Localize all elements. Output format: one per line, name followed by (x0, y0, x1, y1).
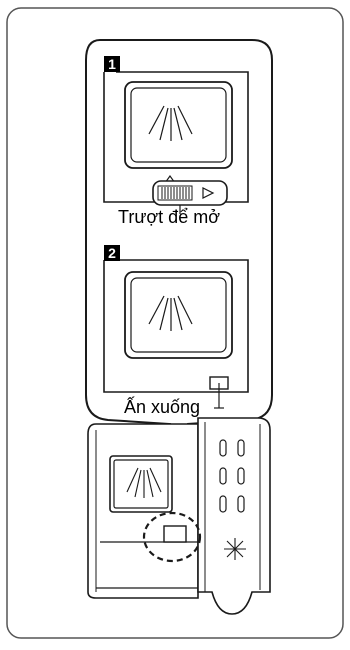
step-1-window-outer (124, 81, 233, 169)
step-2-spray-lines (148, 295, 193, 331)
step-1-spray-lines (148, 105, 193, 141)
sparkle-icon (224, 538, 246, 560)
step-2-window-inner (130, 277, 227, 353)
step-1-caption: Trượt để mở (118, 207, 220, 227)
dispenser-illustration (87, 417, 271, 615)
outer-frame (6, 7, 344, 639)
dispenser-window-inner (113, 459, 169, 509)
step-1-slider-grip (157, 185, 193, 201)
step-2-panel (103, 259, 249, 409)
dispenser-slots (219, 439, 245, 513)
step-2-window-outer (124, 271, 233, 359)
dispenser-right-panel (197, 417, 271, 615)
highlight-circle (142, 511, 202, 563)
step-1-panel (103, 71, 249, 214)
step-1-number: 1 (104, 56, 120, 72)
dispenser-spray-lines (126, 467, 162, 498)
dispenser-latch (163, 525, 187, 543)
step-2-caption: Ấn xuống (124, 397, 201, 417)
step-2-lid-outline (103, 259, 249, 393)
step-2-number: 2 (104, 245, 120, 261)
step-1-slider-ridges (161, 187, 190, 199)
step-1-lid-outline (103, 71, 249, 203)
step-1-slide-arrow (202, 187, 215, 199)
step-1-window-inner (130, 87, 227, 163)
